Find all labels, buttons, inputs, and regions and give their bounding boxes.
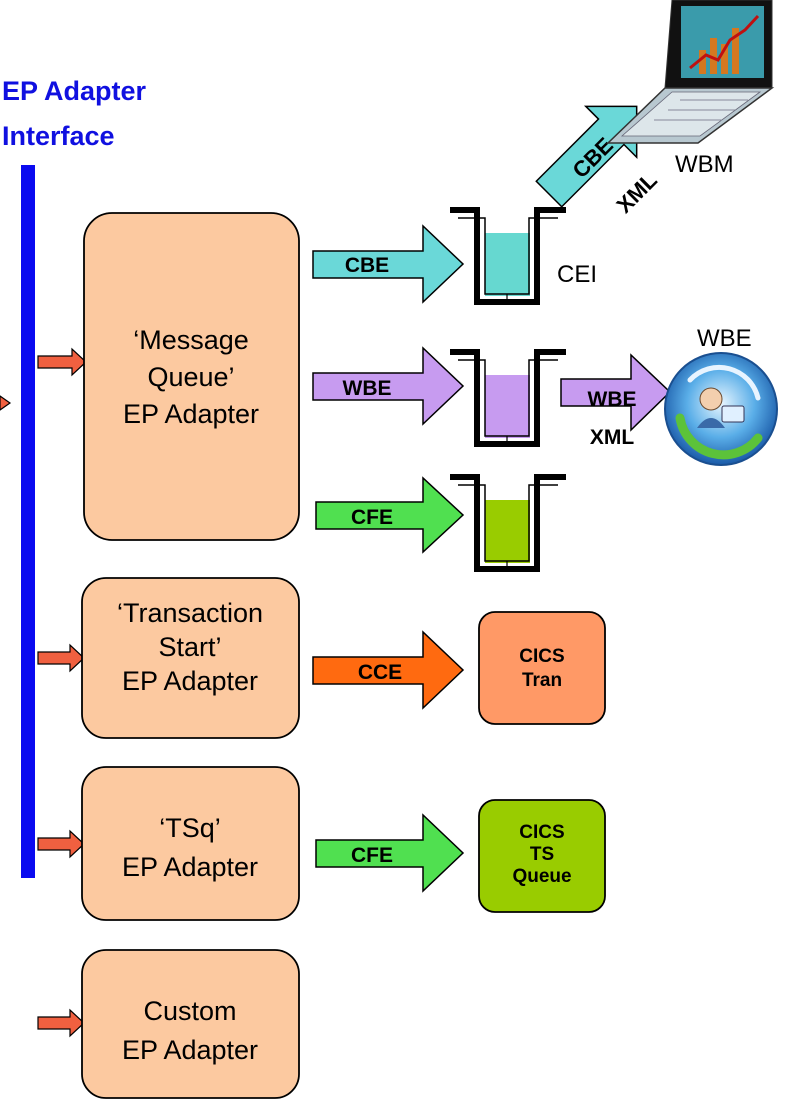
adapter-transaction-start-line-1: ‘Transaction [117, 598, 263, 628]
adapter-message-queue [83, 212, 300, 541]
cfe-queue-arrow-label: CFE [351, 506, 393, 529]
cics-ts-queue-line-2: TS [530, 844, 554, 865]
wbe-target-label: WBE [697, 325, 752, 352]
queue-wbe [450, 349, 566, 447]
adapter-message-queue-line-1: ‘Message [133, 325, 249, 355]
queue-cfe [450, 474, 566, 572]
adapter-tsq-line-1: ‘TSq’ [159, 813, 221, 843]
cfe-queue-arrow [315, 476, 465, 554]
adapter-custom-line-2: EP Adapter [122, 1035, 258, 1065]
wbe-xml-label-2: XML [590, 426, 635, 449]
laptop-chart-icon [606, 0, 775, 144]
cfe-tsq-arrow-label: CFE [351, 844, 393, 867]
cce-arrow-label: CCE [358, 661, 402, 684]
adapter-tsq-line-2: EP Adapter [122, 852, 258, 882]
cfe-tsq-arrow [315, 813, 465, 893]
wbe-arrow-label: WBE [343, 377, 392, 400]
adapter-transaction-start [81, 577, 300, 739]
wbe-xml-arrow [560, 353, 672, 432]
adapter-message-queue-line-3: EP Adapter [123, 399, 259, 429]
interface-bar [21, 165, 35, 878]
cics-ts-queue-line-3: Queue [512, 866, 571, 887]
adapter-custom-line-1: Custom [143, 996, 236, 1026]
incoming-arrow [0, 395, 12, 411]
connector-arrow-message-queue [37, 347, 87, 377]
adapter-transaction-start-line-3: EP Adapter [122, 666, 258, 696]
cce-arrow [312, 630, 465, 710]
interface-title-line-1: EP Adapter [2, 76, 147, 106]
cei-label: CEI [557, 261, 597, 288]
adapter-tsq [81, 766, 300, 921]
adapter-transaction-start-line-2: Start’ [158, 632, 221, 662]
connector-arrow-custom [37, 1008, 85, 1038]
cbe-xml-label-2: XML [611, 167, 662, 218]
cics-tran-box [478, 611, 606, 725]
connector-arrow-tsq [37, 829, 85, 859]
cics-ts-queue-box [478, 799, 606, 913]
wbm-label: WBM [675, 151, 734, 178]
wbe-globe-icon [664, 352, 778, 466]
cics-ts-queue-line-1: CICS [519, 822, 564, 843]
wbe-xml-label-1: WBE [588, 388, 637, 411]
interface-title-line-2: Interface [2, 121, 115, 151]
queue-cei [450, 207, 566, 305]
adapter-custom [81, 949, 300, 1099]
cbe-arrow [312, 224, 465, 304]
wbe-arrow [312, 346, 465, 426]
cics-tran-line-1: CICS [519, 646, 564, 667]
cbe-arrow-label: CBE [345, 254, 389, 277]
connector-arrow-transaction-start [37, 643, 85, 673]
adapter-message-queue-line-2: Queue’ [147, 362, 234, 392]
cics-tran-line-2: Tran [522, 670, 562, 691]
